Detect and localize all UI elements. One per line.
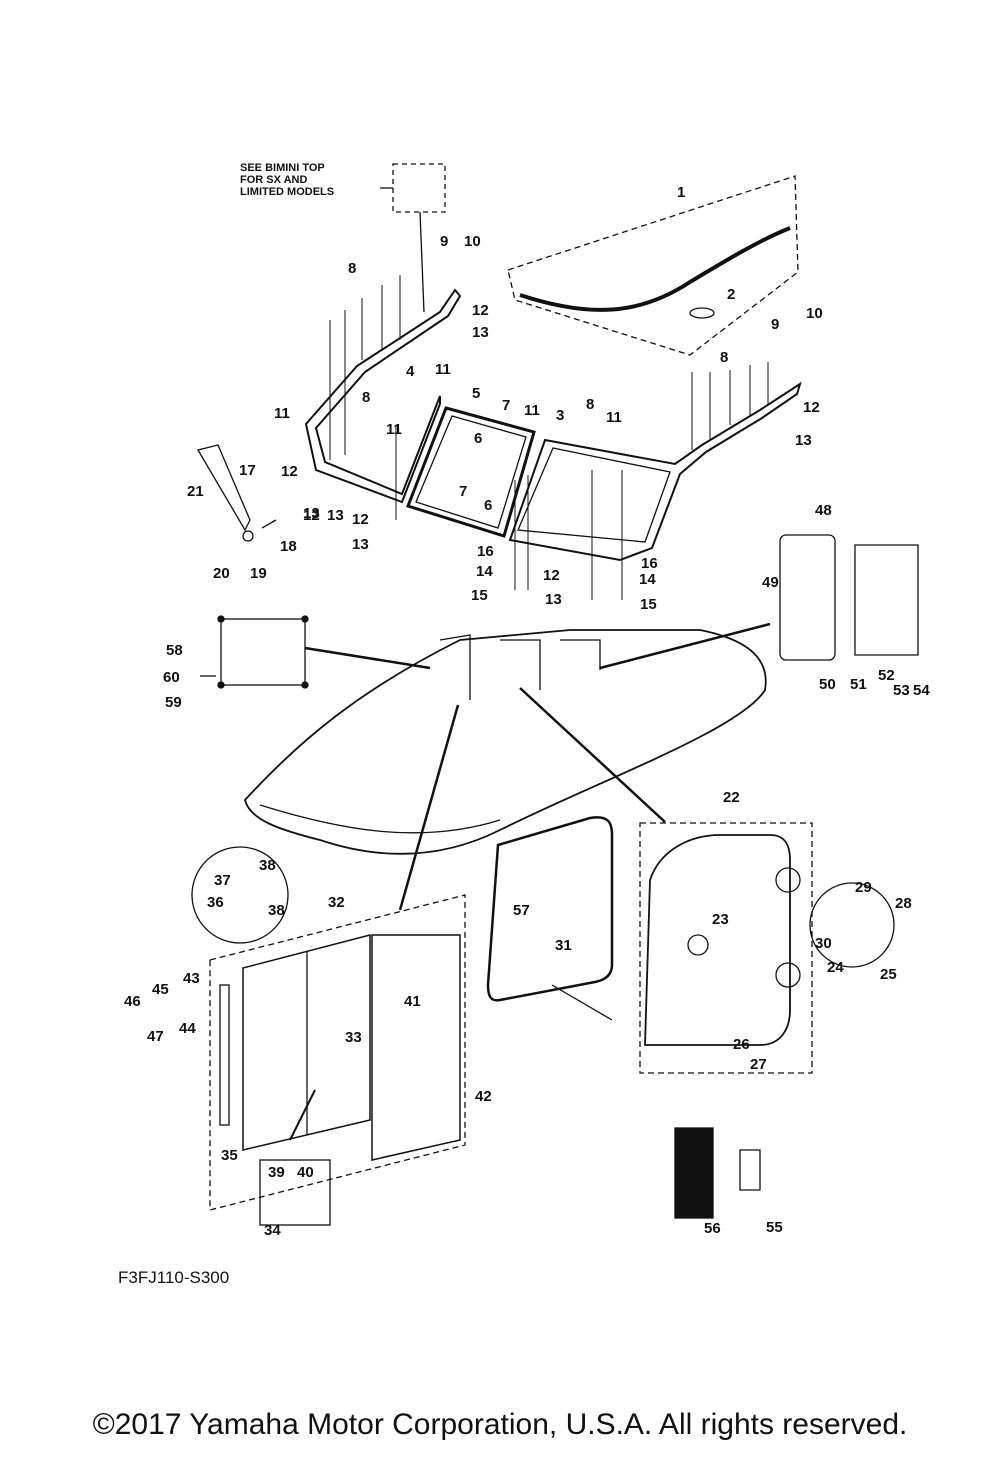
note-line: LIMITED MODELS [240,186,334,198]
callout: 11 [386,421,402,438]
part-code: F3FJ110-S300 [118,1268,230,1287]
callout: 23 [712,911,729,928]
callout: 53 [893,682,910,699]
callout: 50 [819,676,836,693]
callout: 10 [464,233,481,250]
callout: 13 [795,432,812,449]
callout: 22 [723,789,740,806]
callout: 13 [545,591,562,608]
callout: 15 [640,596,657,613]
callout: 24 [827,959,844,976]
callout: 12 [803,399,820,416]
callout: 12 [472,302,489,319]
callout: 13 [327,507,344,524]
callout: 5 [472,385,480,402]
callout: 12 [543,567,560,584]
callout: 20 [213,565,230,582]
callout: 37 [214,872,231,889]
callout: 41 [404,993,421,1010]
callout: 36 [207,894,224,911]
callout: 52 [878,667,895,684]
callout: 15 [471,587,488,604]
callout: 16 [477,543,494,560]
callout: 48 [815,502,832,519]
callout: 6 [484,497,492,514]
callout: 18 [280,538,297,555]
callout: 30 [815,935,832,952]
callout: 38 [259,857,276,874]
callout: 42 [475,1088,492,1105]
callout: 21 [187,483,204,500]
callout: 44 [179,1020,196,1037]
callout: 49 [762,574,779,591]
callout: 14 [476,563,493,580]
callout: 47 [147,1028,164,1045]
callout: 13 [472,324,489,341]
callout: 2 [727,286,735,303]
callout: 57 [513,902,530,919]
callout: 7 [459,483,467,500]
callout: 60 [163,669,180,686]
callout: 16 [641,555,658,572]
callout: 8 [720,349,728,366]
callout: 39 [268,1164,285,1181]
callout: 46 [124,993,141,1010]
callout: 13 [352,536,369,553]
callout: 7 [502,397,510,414]
callout: 14 [639,571,656,588]
callout: 29 [855,879,872,896]
callout: 33 [345,1029,362,1046]
callout: 19 [250,565,267,582]
callout: 58 [166,642,183,659]
callout: 40 [297,1164,314,1181]
callout: 55 [766,1219,783,1236]
callout: 6 [474,430,482,447]
note-line: FOR SX AND [240,174,307,186]
callout: 4 [406,363,415,380]
callout: 45 [152,981,169,998]
callout: 12 [303,507,320,524]
diagram-linework [191,163,919,1226]
callout: 43 [183,970,200,987]
callout: 32 [328,894,345,911]
callout: 17 [239,462,256,479]
callout: 56 [704,1220,721,1237]
callout: 25 [880,966,897,983]
callout: 11 [274,405,290,422]
callout: 31 [555,937,572,954]
callout: 11 [606,409,622,426]
callout: 12 [352,511,369,528]
callout: 8 [348,260,356,277]
callout: 9 [440,233,448,250]
callout: 10 [806,305,823,322]
callout: 11 [435,361,451,378]
callout: 26 [733,1036,750,1053]
callout: 8 [586,396,594,413]
bimini-note: SEE BIMINI TOP FOR SX AND LIMITED MODELS [240,162,334,198]
callout: 3 [556,407,564,424]
callout: 51 [850,676,867,693]
callout: 27 [750,1056,767,1073]
callout: 59 [165,694,182,711]
callout: 28 [895,895,912,912]
callout: 54 [913,682,930,699]
callout: 11 [524,402,540,419]
callout: 12 [281,463,298,480]
callout: 38 [268,902,285,919]
note-line: SEE BIMINI TOP [240,162,325,174]
callout: 13 [303,505,320,522]
callout: 34 [264,1222,281,1239]
copyright-notice: ©2017 Yamaha Motor Corporation, U.S.A. A… [92,1408,908,1441]
callout: 8 [362,389,370,406]
callout: 1 [677,184,685,201]
callout: 9 [771,316,779,333]
callout: 35 [221,1147,238,1164]
callout-labels: 1 2 3 4 5 6 6 7 7 8 8 8 8 9 9 10 10 11 1… [124,184,930,1239]
